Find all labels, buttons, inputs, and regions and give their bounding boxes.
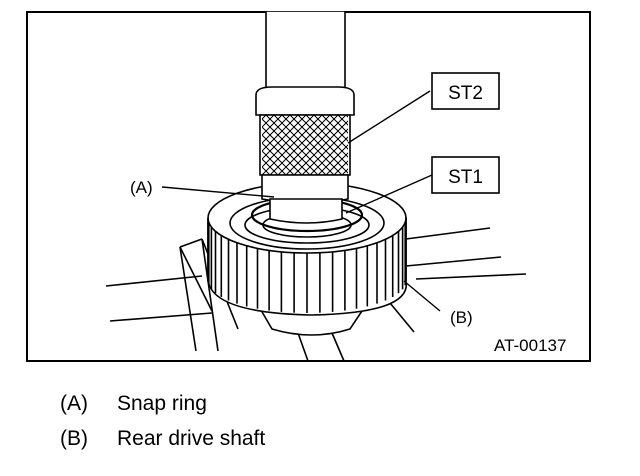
- legend-key: (B): [60, 427, 88, 450]
- leader-lines: [161, 90, 441, 312]
- gear-ring: [207, 182, 408, 316]
- special-tool: [255, 11, 355, 224]
- legend-key: (A): [60, 392, 88, 415]
- label-b: (B): [450, 308, 473, 327]
- tool-collar: [269, 198, 343, 224]
- st2-label-box: [431, 72, 500, 110]
- tool-sleeve-top: [255, 86, 355, 116]
- legend-text: Snap ring: [117, 392, 207, 415]
- tool-rod: [265, 11, 346, 92]
- work-table: [105, 227, 527, 362]
- legend-item: (B) Rear drive shaft: [60, 421, 265, 456]
- st1-label: ST1: [448, 167, 483, 188]
- st2-label: ST2: [448, 83, 483, 104]
- label-a: (A): [130, 178, 153, 197]
- legend: (A) Snap ring (B) Rear drive shaft: [60, 386, 265, 456]
- st1-label-box: [431, 156, 500, 194]
- figure-id: AT-00137: [494, 336, 566, 355]
- illustration-figure: ST2 ST1 (A) (B) AT-00137: [26, 11, 591, 362]
- legend-item: (A) Snap ring: [60, 386, 265, 421]
- legend-text: Rear drive shaft: [117, 427, 266, 450]
